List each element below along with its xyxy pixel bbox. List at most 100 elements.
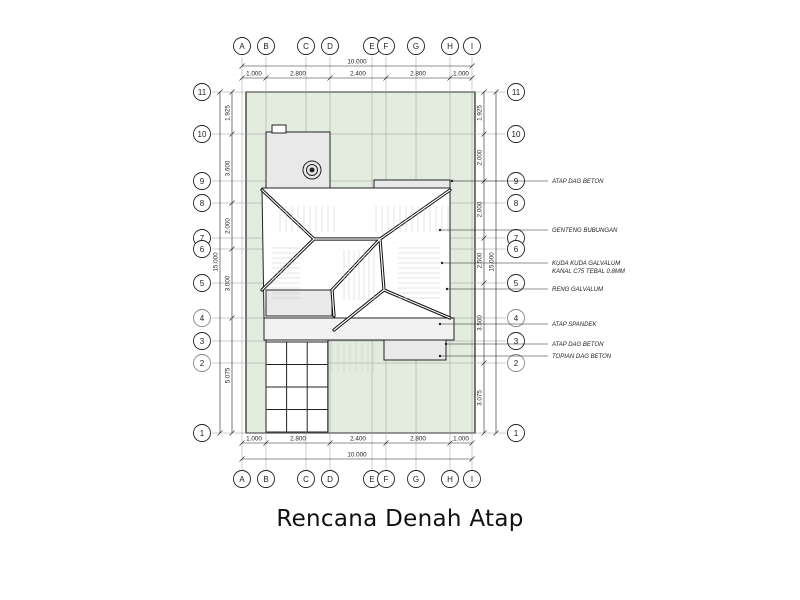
dim-left-seg-1: 3.600 (225, 160, 232, 176)
dim-top-seg-4: 1.000 (453, 71, 469, 78)
svg-text:9: 9 (514, 177, 519, 186)
svg-text:7: 7 (200, 234, 205, 243)
grid-col-bubble-top-d: D (321, 37, 339, 55)
svg-text:1: 1 (514, 429, 519, 438)
grid-row-bubble-left-1: 1 (193, 424, 211, 442)
grid-row-bubble-left-8: 8 (193, 194, 211, 212)
svg-text:8: 8 (200, 199, 205, 208)
grid-col-bubble-bottom-c: C (297, 470, 315, 488)
dim-right-seg-0: 1.925 (477, 105, 484, 121)
grid-row-bubble-right-6: 6 (507, 240, 525, 258)
carport-tiles (265, 341, 329, 433)
svg-text:10: 10 (512, 130, 521, 139)
svg-text:H: H (447, 42, 453, 51)
svg-text:I: I (471, 475, 473, 484)
grid-col-bubble-top-a: A (233, 37, 251, 55)
dim-right-seg-2: 2.000 (477, 201, 484, 217)
dim-top-seg-1: 2.800 (290, 71, 306, 78)
svg-text:10: 10 (198, 130, 207, 139)
dim-bottom-seg-1: 2.800 (290, 436, 306, 443)
dim-right-total: 15.000 (489, 252, 496, 272)
svg-text:E: E (369, 42, 374, 51)
svg-text:F: F (384, 475, 389, 484)
grid-bubbles: AABBCCDDEEFFGGHHII1110987654321111098765… (193, 37, 525, 488)
svg-text:3: 3 (514, 337, 519, 346)
grid-row-bubble-left-11: 11 (193, 83, 211, 101)
annotation-0: ATAP DAG BETON (450, 179, 604, 185)
svg-text:4: 4 (514, 314, 519, 323)
dim-left-seg-2: 2.000 (225, 218, 232, 234)
grid-col-bubble-top-f: F (377, 37, 395, 55)
dim-left-seg-3: 3.000 (225, 275, 232, 291)
svg-text:H: H (447, 475, 453, 484)
grid-col-bubble-bottom-d: D (321, 470, 339, 488)
dimension-lines (217, 63, 499, 462)
grid-row-bubble-left-9: 9 (193, 172, 211, 190)
dim-bottom-total: 10.000 (347, 452, 367, 459)
chimney (271, 124, 287, 134)
grid-row-bubble-left-4: 4 (193, 309, 211, 327)
svg-text:A: A (239, 42, 245, 51)
grid-col-bubble-bottom-f: F (377, 470, 395, 488)
dim-left-total: 15.000 (213, 252, 220, 272)
svg-text:C: C (303, 42, 309, 51)
grid-col-bubble-top-b: B (257, 37, 275, 55)
dim-bottom-seg-4: 1.000 (453, 436, 469, 443)
dim-bottom-seg-0: 1.000 (246, 436, 262, 443)
grid-row-bubble-right-5: 5 (507, 274, 525, 292)
svg-text:5: 5 (514, 279, 519, 288)
svg-text:11: 11 (198, 88, 207, 97)
svg-text:B: B (263, 42, 268, 51)
grid-row-bubble-left-6: 6 (193, 240, 211, 258)
side-deck (373, 179, 451, 189)
svg-text:G: G (413, 42, 419, 51)
annotations: ATAP DAG BETON GENTENG BUBUNGAN KUDA KUDA … (438, 179, 625, 360)
dim-top-seg-3: 2.800 (410, 71, 426, 78)
dim-bottom-seg-2: 2.400 (350, 436, 366, 443)
dim-left-seg-0: 1.925 (225, 105, 232, 121)
svg-text:5: 5 (200, 279, 205, 288)
spandek-strip (263, 317, 455, 341)
svg-text:TOPIAN DAG BETON: TOPIAN DAG BETON (552, 354, 612, 360)
grid-row-bubble-left-2: 2 (193, 354, 211, 372)
grid-col-bubble-bottom-i: I (463, 470, 481, 488)
dim-right-seg-1: 2.000 (477, 149, 484, 165)
dim-right-seg-4: 3.500 (477, 315, 484, 331)
grid-col-bubble-top-i: I (463, 37, 481, 55)
svg-text:C: C (303, 475, 309, 484)
svg-text:B: B (263, 475, 268, 484)
svg-text:6: 6 (514, 245, 519, 254)
annotation-1: GENTENG BUBUNGAN (438, 228, 618, 234)
grid-col-bubble-bottom-a: A (233, 470, 251, 488)
dim-right-seg-5: 3.075 (477, 390, 484, 406)
svg-text:1: 1 (200, 429, 205, 438)
dim-top-seg-0: 1.000 (246, 71, 262, 78)
svg-text:KUDA KUDA GALVALUM: KUDA KUDA GALVALUM (552, 261, 620, 267)
annotation-5: ATAP DAG BETON (444, 342, 604, 348)
grid-row-bubble-right-3: 3 (507, 332, 525, 350)
grid-row-bubble-right-4: 4 (507, 309, 525, 327)
grid-row-bubble-right-2: 2 (507, 354, 525, 372)
grid-lines (212, 57, 506, 470)
grid-col-bubble-bottom-g: G (407, 470, 425, 488)
annotation-6: TOPIAN DAG BETON (438, 354, 612, 360)
svg-text:ATAP DAG BETON: ATAP DAG BETON (551, 342, 604, 348)
annotation-4: ATAP SPANDEK (438, 322, 597, 328)
dim-right-seg-3: 2.500 (477, 252, 484, 268)
svg-text:F: F (384, 42, 389, 51)
dim-left-seg-4: 5.075 (225, 367, 232, 383)
svg-text:11: 11 (512, 88, 521, 97)
dim-top-seg-2: 2.400 (350, 71, 366, 78)
lower-deck-left (265, 289, 333, 317)
grid-row-bubble-right-10: 10 (507, 125, 525, 143)
vent-icon (302, 160, 322, 180)
grid-row-bubble-right-11: 11 (507, 83, 525, 101)
grid-col-bubble-bottom-b: B (257, 470, 275, 488)
grid-row-bubble-right-8: 8 (507, 194, 525, 212)
carport-grid (265, 339, 329, 433)
svg-text:7: 7 (514, 234, 519, 243)
grid-row-bubble-right-1: 1 (507, 424, 525, 442)
svg-text:4: 4 (200, 314, 205, 323)
